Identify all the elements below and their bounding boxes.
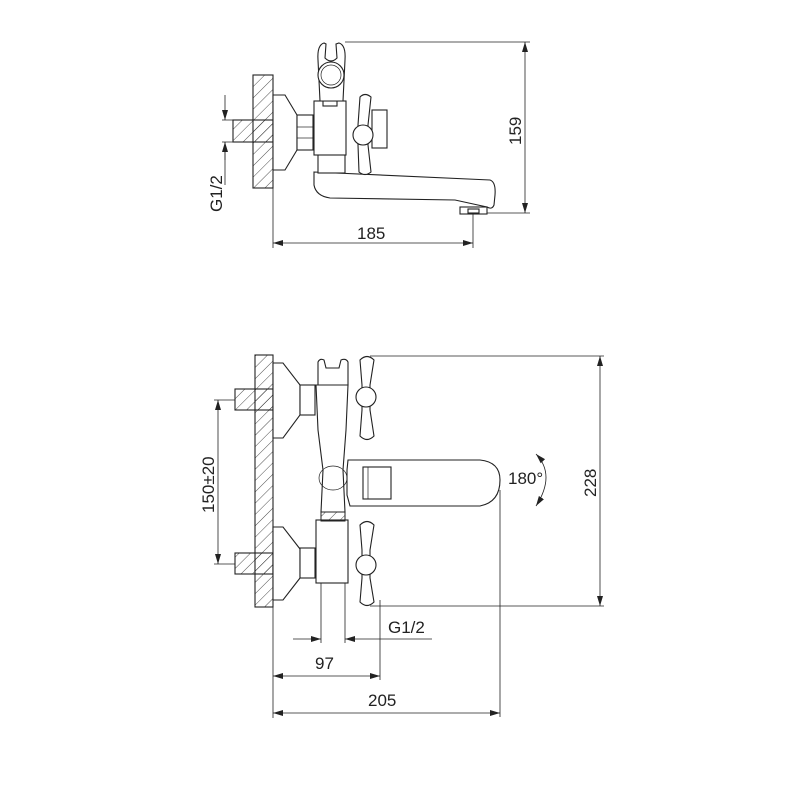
spout (313, 171, 496, 209)
shower-holder (317, 358, 349, 386)
dimension-width-top: 185 (272, 188, 474, 248)
label-handle-offset: 97 (315, 654, 334, 673)
dimension-height-front: 228 (370, 355, 604, 607)
dimension-centers: 150±20 (199, 399, 235, 565)
label-width-front: 205 (368, 691, 396, 710)
handle-stem (371, 109, 388, 149)
escutcheon (272, 94, 298, 171)
inlet-pipe-lower (234, 552, 274, 575)
rotation-indicator: 180° (508, 453, 547, 507)
diverter-insert (320, 511, 346, 522)
label-centers: 150±20 (199, 456, 218, 513)
nut-upper (299, 384, 316, 416)
spout-ring (362, 466, 392, 500)
wall-section (254, 354, 274, 608)
handle-hub (352, 124, 374, 146)
holder-ring (317, 61, 345, 89)
dimension-handle-offset: 97 (273, 600, 381, 680)
label-height-front: 228 (581, 469, 600, 497)
label-rotation: 180° (508, 469, 543, 488)
inlet-pipe (232, 119, 274, 143)
label-width-top: 185 (357, 224, 385, 243)
label-height-top: 159 (506, 117, 525, 145)
body (313, 100, 347, 156)
escutcheon-upper (272, 362, 301, 439)
label-connection-front: G1/2 (388, 618, 425, 637)
top-view: G1/2 159 185 (207, 41, 530, 248)
body-column (315, 384, 349, 513)
nut (296, 114, 314, 151)
label-connection-top: G1/2 (207, 175, 226, 212)
handle-hub-upper (355, 386, 377, 408)
dimension-height-top: 159 (345, 41, 530, 214)
nut-lower (299, 547, 316, 579)
front-view: 180° 150±20 228 G1/2 97 (199, 354, 604, 718)
body-lower (315, 519, 349, 584)
handle-hub-lower (355, 554, 377, 576)
dimension-width-front: 205 (272, 490, 501, 718)
dimension-connection-top: G1/2 (207, 95, 253, 212)
escutcheon-lower (272, 526, 301, 601)
inlet-pipe-upper (234, 388, 274, 411)
dimension-connection-front: G1/2 (293, 583, 432, 643)
